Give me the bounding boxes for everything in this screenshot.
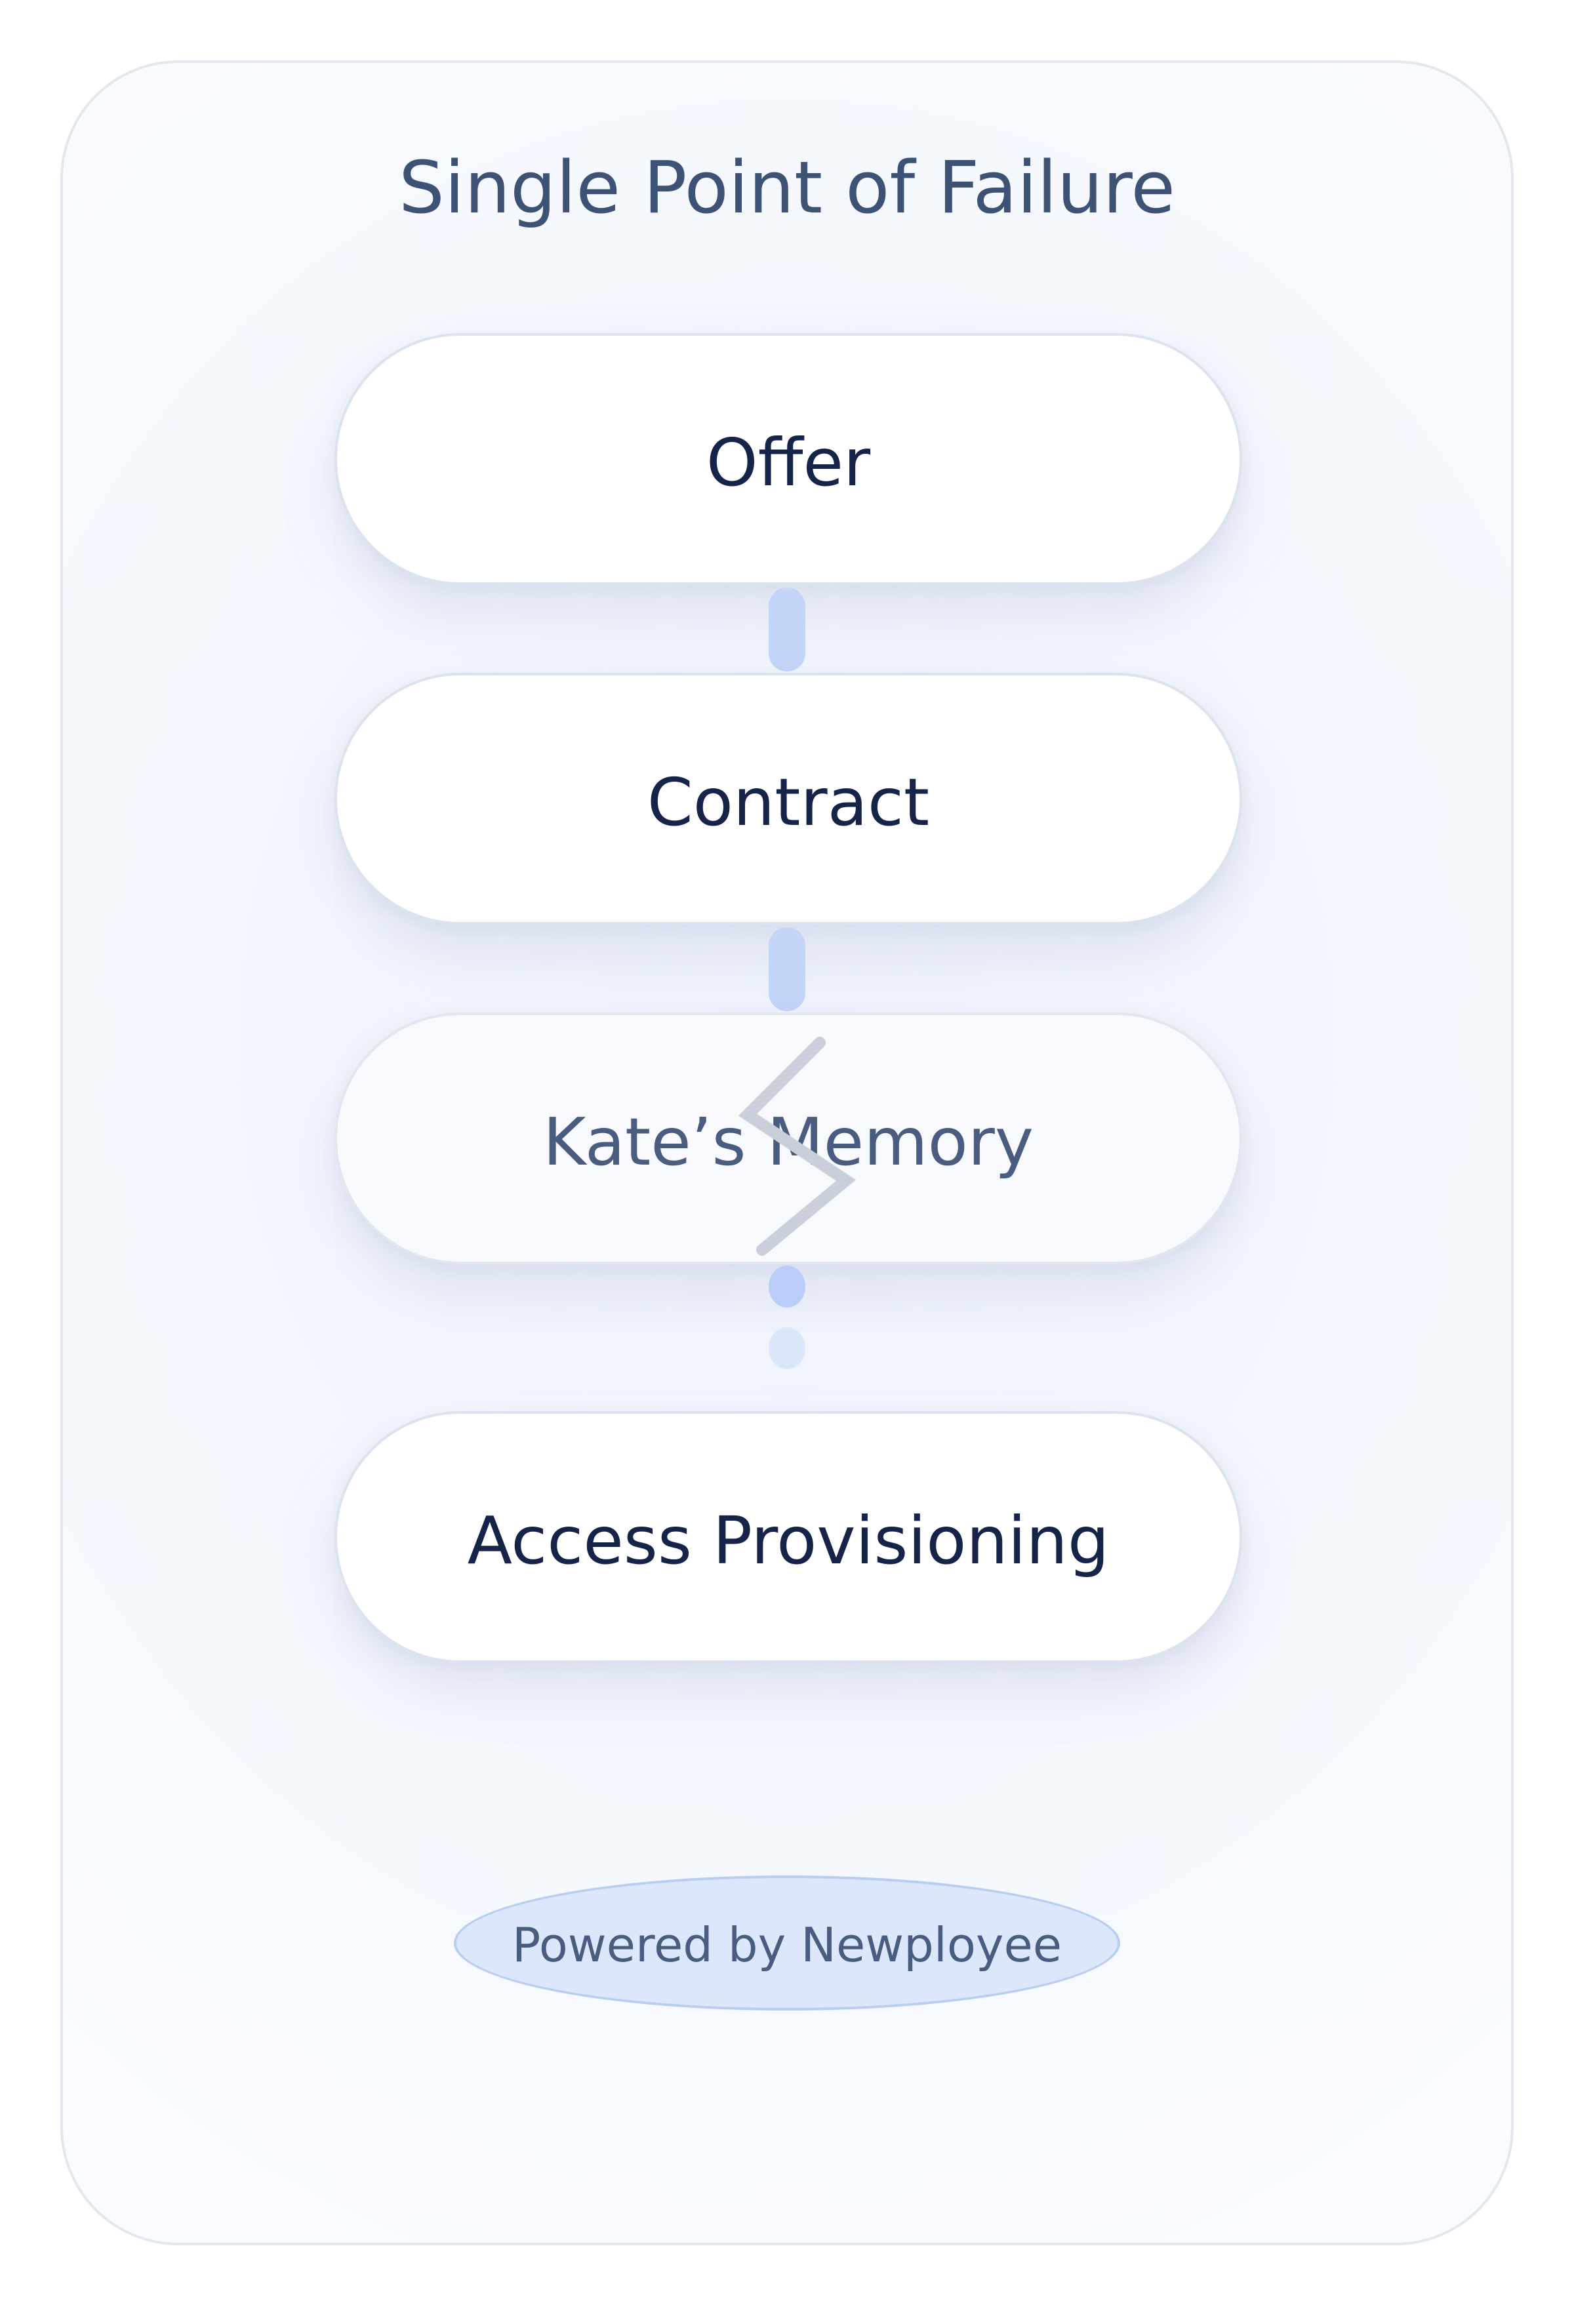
step-offer: Offer	[334, 333, 1242, 585]
powered-by-badge: Powered by Newployee	[454, 1875, 1120, 2011]
step-label: Offer	[706, 424, 871, 501]
diagram-title: Single Point of Failure	[398, 146, 1176, 230]
step-label: Access Provisioning	[467, 1502, 1110, 1579]
broken-link-dot	[769, 1327, 805, 1369]
step-access-provisioning: Access Provisioning	[334, 1411, 1242, 1663]
connector-contract-memory	[769, 927, 805, 1011]
step-label: Kate’s Memory	[542, 1104, 1034, 1180]
step-contract: Contract	[334, 673, 1242, 925]
step-kates-memory: Kate’s Memory	[334, 1012, 1242, 1264]
broken-link-dot	[769, 1266, 805, 1308]
connector-offer-contract	[769, 588, 805, 671]
step-label: Contract	[647, 764, 930, 841]
powered-by-label: Powered by Newployee	[512, 1917, 1062, 1973]
